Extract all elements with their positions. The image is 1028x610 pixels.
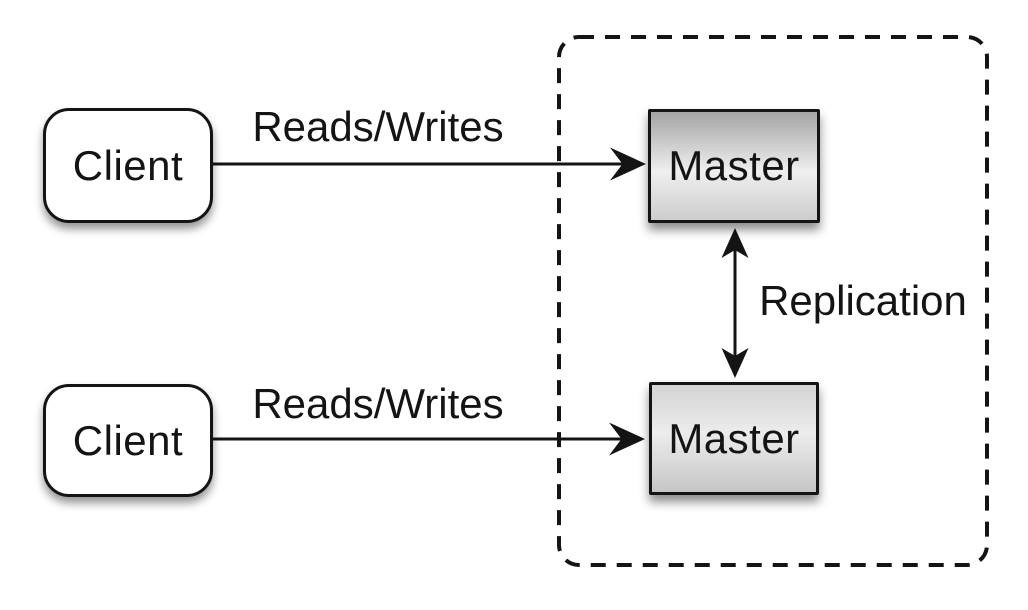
arrow-reads-writes-top — [213, 147, 646, 181]
master-node-top: Master — [648, 109, 820, 223]
edge-label-reads-writes-top: Reads/Writes — [252, 103, 504, 150]
edge-label-replication: Replication — [759, 277, 967, 324]
arrow-reads-writes-bottom — [213, 422, 645, 456]
edge-label-reads-writes-bottom: Reads/Writes — [252, 380, 504, 427]
master-node-bottom-label: Master — [668, 414, 800, 462]
arrow-replication — [721, 228, 749, 378]
replication-cluster-boundary — [557, 35, 989, 567]
client-node-bottom-label: Client — [72, 416, 184, 464]
client-node-top: Client — [43, 108, 213, 223]
client-node-top-label: Client — [72, 141, 184, 189]
client-node-bottom: Client — [43, 384, 213, 497]
master-node-bottom: Master — [649, 382, 819, 495]
master-node-top-label: Master — [668, 142, 800, 189]
